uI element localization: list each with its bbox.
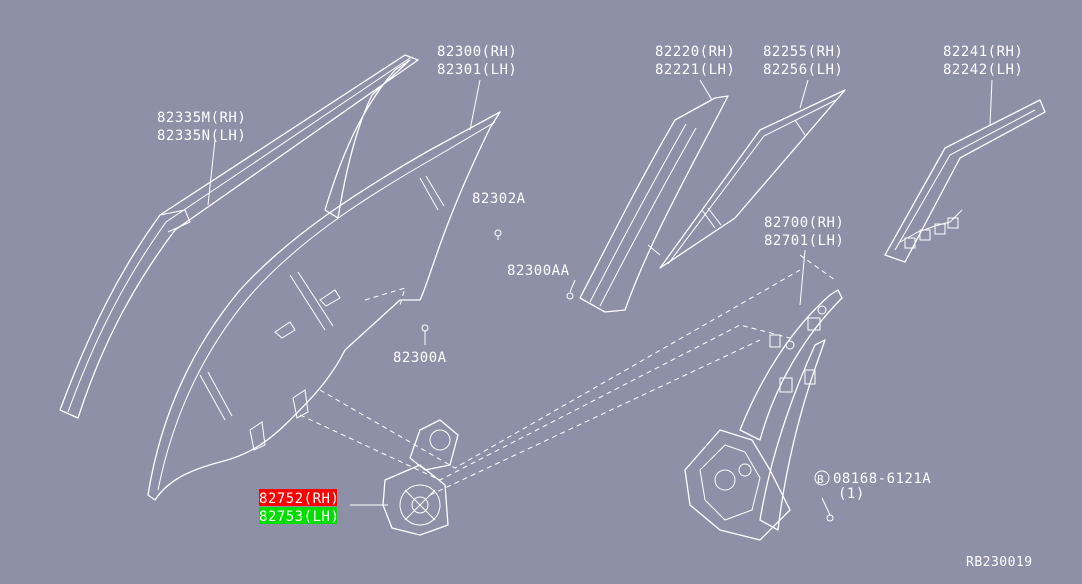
regulator-motor-part	[382, 419, 459, 536]
motor-label-lh: 82753(LH)	[259, 509, 339, 525]
weatherstrip-part	[59, 54, 419, 419]
fastener-symbol-circle	[814, 470, 830, 486]
door-glass-part	[147, 111, 501, 501]
bolt-82302a-label: 82302A	[472, 191, 526, 207]
door-glass-label-lh: 82301(LH)	[437, 62, 517, 78]
door-glass-label-rh: 82300(RH)	[437, 44, 517, 60]
bolt-82300a	[421, 324, 429, 345]
sash-label-lh: 82242(LH)	[943, 62, 1023, 78]
sash-label-rh: 82241(RH)	[943, 44, 1023, 60]
rear-channel-part	[579, 95, 729, 313]
bolt-82300aa	[566, 279, 576, 300]
motor-label-rh: 82752(RH)	[259, 491, 339, 507]
motor-rh-highlight	[259, 489, 337, 506]
weatherstrip-label-lh: 82335N(LH)	[157, 128, 246, 144]
channel-label-lh: 82221(LH)	[655, 62, 735, 78]
fixed-glass-part	[659, 89, 846, 269]
bolt-82302a	[494, 229, 502, 240]
regulator-label-lh: 82701(LH)	[764, 233, 844, 249]
motor-lh-highlight	[259, 507, 337, 524]
channel-label-rh: 82220(RH)	[655, 44, 735, 60]
glass-run-channel	[324, 59, 411, 219]
fastener-symbol: B	[817, 473, 824, 486]
regulator-label-rh: 82700(RH)	[764, 215, 844, 231]
fastener-qty-label: (1)	[838, 486, 865, 502]
window-regulator-part	[684, 289, 843, 541]
sash-part	[884, 99, 1046, 263]
fixed-glass-label-lh: 82256(LH)	[763, 62, 843, 78]
connection-lines	[299, 254, 836, 496]
fixed-glass-label-rh: 82255(RH)	[763, 44, 843, 60]
weatherstrip-label-rh: 82335M(RH)	[157, 110, 246, 126]
fastener-code-label: 08168-6121A	[833, 471, 931, 487]
bolt-82300a-label: 82300A	[393, 350, 447, 366]
bolt-82300aa-label: 82300AA	[507, 263, 570, 279]
diagram-reference-code: RB230019	[966, 555, 1033, 570]
fastener-part	[821, 497, 834, 522]
